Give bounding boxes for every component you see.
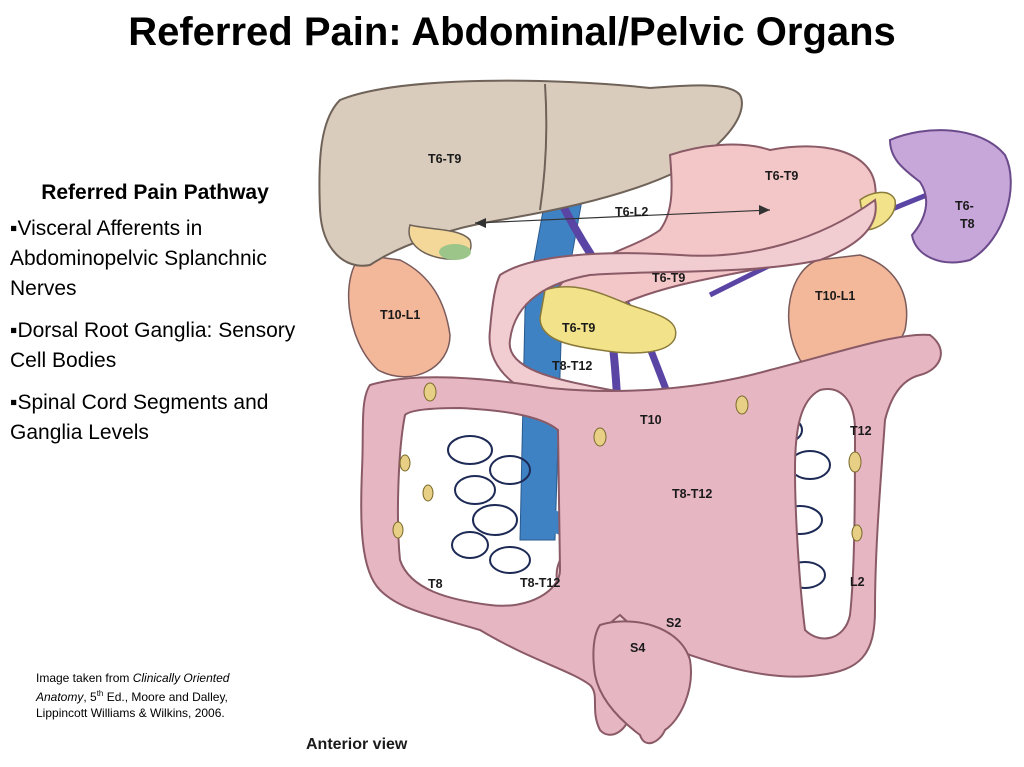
pathway-item-text: Dorsal Root Ganglia: Sensory Cell Bodies <box>10 319 296 372</box>
liver <box>318 79 743 267</box>
label-descending-colon: T12 <box>850 424 872 438</box>
label-left-kidney: T10-L1 <box>815 289 855 303</box>
pathway-item-visceral: ▪Visceral Afferents in Abdominopelvic Sp… <box>10 214 310 304</box>
stomach <box>553 143 877 332</box>
credit-edition: , 5 <box>83 690 97 704</box>
pancreas <box>539 286 677 354</box>
label-sigmoid: S2 <box>666 616 681 630</box>
pathway-item-text: Visceral Afferents in Abdominopelvic Spl… <box>10 217 267 300</box>
rectum <box>592 620 692 745</box>
credit-edition-sup: th <box>96 689 104 698</box>
pathway-item-ganglia: ▪Dorsal Root Ganglia: Sensory Cell Bodie… <box>10 316 310 376</box>
credit-suffix: Ed., Moore and Dalley, Lippincott Willia… <box>36 690 228 720</box>
label-duodenum: T6-T9 <box>652 271 685 285</box>
label-liver: T6-T9 <box>428 152 461 166</box>
spleen <box>888 129 1012 264</box>
label-right-kidney: T10-L1 <box>380 308 420 322</box>
bullet-icon: ▪ <box>10 391 18 414</box>
gallbladder-tip <box>439 244 471 260</box>
label-transverse-colon: T10 <box>640 413 662 427</box>
label-jejunum: T8-T12 <box>672 487 712 501</box>
referral-arrowhead-right <box>759 205 770 215</box>
pathway-item-text: Spinal Cord Segments and Ganglia Levels <box>10 391 269 444</box>
ganglia-marks <box>392 382 863 542</box>
slide-title: Referred Pain: Abdominal/Pelvic Organs <box>128 10 896 54</box>
label-spleen-top: T6- <box>955 199 974 213</box>
pathway-item-segments: ▪Spinal Cord Segments and Ganglia Levels <box>10 388 310 448</box>
referral-arrow <box>474 209 771 224</box>
label-gallbladder-duct: T6-L2 <box>615 205 648 219</box>
liver-fissure <box>539 83 548 211</box>
label-pancreas: T6-T9 <box>562 321 595 335</box>
label-rectum: S4 <box>630 641 645 655</box>
label-lumbar: L2 <box>850 575 865 589</box>
bullet-icon: ▪ <box>10 319 18 342</box>
pathway-panel: Referred Pain Pathway ▪Visceral Afferent… <box>10 178 310 460</box>
view-caption: Anterior view <box>306 736 408 753</box>
label-spleen-bottom: T8 <box>960 217 975 231</box>
label-small-intestine: T8-T12 <box>552 359 592 373</box>
label-stomach: T6-T9 <box>765 169 798 183</box>
credit-prefix: Image taken from <box>36 671 133 685</box>
label-ileum: T8-T12 <box>520 576 560 590</box>
image-credit: Image taken from Clinically Oriented Ana… <box>36 670 236 721</box>
label-ascending-colon: T8 <box>428 577 443 591</box>
credit-book: Clinically Oriented Anatomy <box>36 671 230 704</box>
right-kidney <box>347 254 451 378</box>
bullet-icon: ▪ <box>10 217 18 240</box>
referral-arrowhead-left <box>475 218 486 228</box>
anatomy-illustration: T6-T9 T6-L2 T6-T9 T6- T8 T6-T9 T6-T9 T10… <box>306 79 1012 753</box>
anatomy-figure: T6-T9 T6-L2 T6-T9 T6- T8 T6-T9 T6-T9 T10… <box>300 70 1024 767</box>
pathway-heading: Referred Pain Pathway <box>41 181 269 204</box>
